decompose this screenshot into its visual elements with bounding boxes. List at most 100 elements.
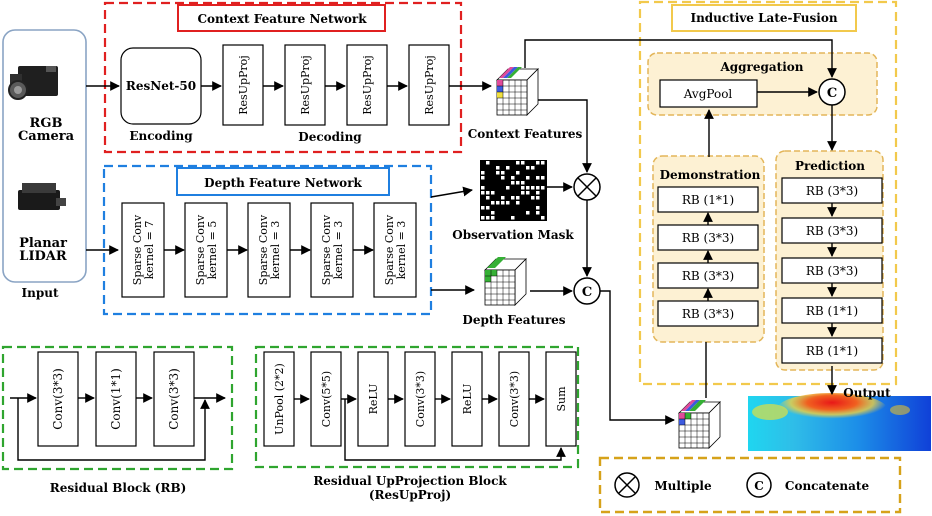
- demo-rb-box: [657, 300, 759, 327]
- lidar-icon: [18, 183, 66, 210]
- legend-frame: [598, 456, 902, 514]
- demo-rb-label: RB (1*1): [682, 193, 734, 207]
- sparse-conv-box: [373, 202, 417, 298]
- svg-text:C: C: [582, 285, 592, 300]
- demo-rb-label: RB (3*3): [682, 307, 734, 321]
- sparse-conv-box: [184, 202, 228, 298]
- sparse-conv-blocks: Sparse Convkernel = 7 Sparse Convkernel =…: [121, 202, 417, 298]
- sparse-conv-box: [121, 202, 165, 298]
- pred-rb-label: RB (1*1): [806, 344, 858, 358]
- svg-text:C: C: [827, 86, 837, 101]
- pred-rb-label: RB (1*1): [806, 304, 858, 318]
- resupproj-box: [408, 44, 450, 126]
- rb-layer-box: [153, 351, 195, 447]
- prediction-label: Prediction: [795, 159, 865, 173]
- sparse-conv-label: Sparse Convkernel = 3: [320, 214, 345, 285]
- legend-concatenate-label: Concatenate: [785, 479, 870, 493]
- rb-layer-label: Conv(3*3): [51, 368, 65, 430]
- fusion-frame: [638, 0, 898, 386]
- rb-layer-label: Conv(1*1): [109, 368, 123, 430]
- prediction-blocks: RB (3*3) RB (3*3) RB (3*3) RB (1*1) RB (1*1): [781, 177, 883, 364]
- avgpool-label: AvgPool: [683, 87, 733, 101]
- resupproj-box: [346, 44, 388, 126]
- context-features-label: Context Features: [468, 127, 583, 141]
- resupproj-label: Residual UpProjection Block(ResUpProj): [313, 474, 507, 502]
- resup-layer-label: UnPool (2*2): [273, 363, 286, 435]
- multiply-operator-icon: [573, 173, 601, 201]
- depth-features-cube: [484, 257, 527, 306]
- rb-layer-box: [95, 351, 137, 447]
- fused-features-cube: [678, 400, 721, 449]
- demo-rb-label: RB (3*3): [682, 231, 734, 245]
- output-label: Output: [843, 386, 891, 400]
- demonstration-blocks: RB (1*1) RB (3*3) RB (3*3) RB (3*3): [657, 186, 759, 327]
- demo-rb-box: [657, 262, 759, 289]
- resupproj-box: [222, 44, 264, 126]
- demo-rb-label: RB (3*3): [682, 269, 734, 283]
- sparse-conv-label: Sparse Convkernel = 3: [383, 214, 408, 285]
- pred-rb-box: [781, 257, 883, 284]
- resupproj-block-label: ResUpProj: [237, 55, 250, 114]
- resupproj-blocks: ResUpProj ResUpProj ResUpProj ResUpProj: [222, 44, 450, 126]
- concat-operator-icon: C: [573, 277, 601, 305]
- resupproj-box: [284, 44, 326, 126]
- resupproj-block-label: ResUpProj: [423, 55, 436, 114]
- pred-rb-box: [781, 337, 883, 364]
- resupproj-block-label: ResUpProj: [299, 55, 312, 114]
- encoding-label: Encoding: [129, 129, 193, 143]
- aggregation-concat-icon: C: [818, 78, 846, 106]
- camera-icon: [8, 66, 58, 100]
- depth-features-label: Depth Features: [462, 313, 565, 327]
- depth-title: Depth Feature Network: [204, 176, 362, 190]
- pred-rb-box: [781, 177, 883, 204]
- pred-rb-box: [781, 297, 883, 324]
- rb-layer-label: Conv(3*3): [167, 368, 181, 430]
- resnet-label: ResNet-50: [126, 79, 196, 93]
- sparse-conv-label: Sparse Convkernel = 3: [257, 214, 282, 285]
- resupproj-layers: UnPool (2*2) Conv(5*5) ReLU Conv(3*3) ReLU Co…: [263, 351, 577, 461]
- demo-rb-box: [657, 186, 759, 213]
- context-features-cube: [496, 67, 539, 116]
- rb-label: Residual Block (RB): [50, 481, 187, 495]
- rb-frame: [1, 345, 234, 471]
- pred-rb-label: RB (3*3): [806, 184, 858, 198]
- avgpool-box: [659, 79, 758, 108]
- sparse-conv-box: [310, 202, 354, 298]
- rb-layers: Conv(3*3) Conv(1*1) Conv(3*3): [10, 351, 226, 461]
- resup-layer-label: ReLU: [367, 384, 380, 415]
- depth-network-frame: [102, 164, 433, 316]
- resup-layer-box: [498, 351, 530, 447]
- sparse-conv-label: Sparse Convkernel = 5: [194, 214, 219, 285]
- resup-layer-box: [404, 351, 436, 447]
- resup-layer-box: [310, 351, 342, 447]
- aggregation-label: Aggregation: [719, 60, 803, 74]
- context-title: Context Feature Network: [197, 12, 367, 26]
- decoding-label: Decoding: [298, 130, 362, 144]
- resup-layer-box: [545, 351, 577, 447]
- legend-multiply-icon: [614, 472, 640, 498]
- context-title-box: [177, 4, 386, 32]
- legend-concat-icon: C: [746, 472, 772, 498]
- resup-layer-label: Sum: [555, 386, 568, 412]
- resup-layer-label: Conv(3*3): [508, 371, 521, 427]
- pred-rb-box: [781, 217, 883, 244]
- pred-rb-label: RB (3*3): [806, 224, 858, 238]
- resup-layer-label: Conv(3*3): [414, 371, 427, 427]
- resup-layer-label: Conv(5*5): [320, 371, 333, 427]
- resupproj-block-label: ResUpProj: [361, 55, 374, 114]
- output-depth-map: [748, 393, 931, 451]
- connectors: [86, 39, 837, 425]
- svg-text:C: C: [754, 479, 764, 493]
- input-label: Input: [22, 286, 59, 300]
- resup-layer-label: ReLU: [461, 384, 474, 415]
- observation-mask-image: [480, 160, 547, 221]
- rb-layer-box: [37, 351, 79, 447]
- depth-title-box: [176, 167, 390, 196]
- sparse-conv-label: Sparse Convkernel = 7: [131, 214, 156, 285]
- pred-rb-label: RB (3*3): [806, 264, 858, 278]
- observation-mask-label: Observation Mask: [452, 228, 574, 242]
- fusion-title: Inductive Late-Fusion: [690, 11, 837, 25]
